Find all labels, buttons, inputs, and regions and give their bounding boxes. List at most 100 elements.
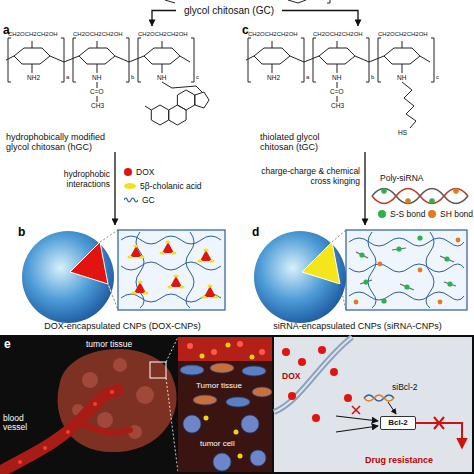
chemical-group: CH3 — [91, 102, 104, 109]
illustration-part — [340, 284, 346, 310]
illustration-part — [72, 358, 154, 439]
dox-cnp-illustration — [22, 230, 225, 323]
illustration-part — [197, 249, 214, 263]
legend-text: DOX — [136, 167, 154, 177]
chemical-group: CH2OCH2CH2OH — [73, 31, 123, 38]
illustration-part — [378, 38, 434, 82]
chemical-group: NH — [157, 74, 166, 81]
illustration-part — [330, 368, 338, 376]
node-title: thiolated glycol chitosan (tGC) — [260, 132, 340, 152]
illustration-part — [100, 230, 118, 242]
gc-structure-fragment — [165, 0, 330, 3]
illustration-part — [312, 414, 320, 422]
illustration-part — [70, 242, 108, 284]
illustration-part — [298, 358, 306, 366]
illustration-part — [97, 82, 98, 88]
sirna-cnp-illustration — [254, 230, 467, 323]
illustration-part — [80, 420, 130, 432]
illustration-part — [364, 395, 394, 401]
illustration-part — [121, 262, 221, 270]
illustration-part — [97, 96, 98, 102]
illustration-part — [250, 450, 266, 466]
illustration-part — [344, 394, 352, 402]
illustration-part — [0, 335, 474, 474]
illustration-part — [417, 235, 422, 240]
illustration-part — [388, 402, 396, 414]
illustration-part — [131, 281, 148, 295]
illustration-part — [440, 256, 454, 262]
node-title: hydrophobically modified glycol chitosan… — [6, 132, 124, 152]
process-label: charge-charge & chemical cross kinging — [256, 167, 360, 186]
region-label: tumor tissue — [86, 340, 132, 349]
illustration-part — [211, 349, 217, 355]
illustration-part — [237, 341, 243, 347]
illustration-part — [434, 417, 444, 429]
illustration-part — [136, 232, 144, 308]
illustration-part — [121, 232, 221, 308]
node-title: glycol chitosan (GC) — [184, 5, 274, 16]
illustration-part — [288, 0, 306, 3]
illustration-part — [356, 248, 456, 290]
illustration-part — [346, 230, 467, 310]
illustration-part — [364, 395, 394, 401]
illustration-part — [313, 38, 369, 82]
legend-swatch — [124, 168, 132, 176]
illustration-part — [50, 56, 79, 62]
illustration-part — [426, 232, 434, 308]
illustration-part — [290, 56, 319, 62]
tgc-structure — [246, 38, 434, 128]
illustration-part — [420, 56, 430, 62]
nanoparticle-node: DOX-encapsulated CNPs (DOX-CNPs) — [15, 225, 230, 331]
component-label: Poly-siRNA — [380, 174, 423, 183]
illustration-part — [405, 198, 411, 204]
region-label: blood vessel — [3, 414, 43, 433]
nanoparticle-node: siRNA-encapsulated CNPs (siRNA-CNPs) — [245, 225, 470, 331]
illustration-part — [246, 56, 254, 60]
chemical-group: NH — [332, 74, 341, 81]
illustration-part — [226, 397, 250, 407]
illustration-part — [282, 348, 290, 356]
illustration-part — [404, 284, 409, 289]
illustration-part — [318, 346, 326, 354]
illustration-part — [100, 230, 118, 242]
legend-item: S-S bond — [378, 209, 425, 219]
illustration-part — [138, 38, 194, 82]
illustration-part — [337, 96, 338, 102]
illustration-part — [183, 415, 201, 433]
illustration-part — [354, 238, 461, 305]
illustration-part — [349, 232, 464, 308]
illustration-part — [166, 378, 178, 472]
illustration-part — [254, 231, 346, 323]
illustration-part — [18, 390, 114, 464]
illustration-part — [204, 416, 209, 421]
illustration-part — [73, 38, 129, 82]
illustration-part — [238, 454, 243, 459]
illustration-part — [144, 41, 180, 73]
illustration-part — [110, 390, 114, 394]
illustration-part — [384, 41, 420, 73]
illustration-part — [113, 358, 127, 372]
illustration-part — [447, 281, 452, 286]
illustration-part — [241, 415, 259, 433]
chemical-group: CH3 — [331, 102, 344, 109]
illustration-part — [242, 366, 266, 376]
illustration-part — [368, 232, 376, 308]
illustration-part — [456, 238, 461, 243]
illustration-part — [336, 426, 378, 432]
chemical-group: CH2OCH2CH2OH — [8, 31, 58, 38]
region-label: Tumor tissue — [196, 382, 242, 391]
illustration-part — [360, 280, 372, 284]
illustration-part — [336, 416, 378, 421]
chemical-group: C=O — [330, 88, 344, 95]
illustration-part — [127, 245, 144, 259]
chemical-group: CH2OCH2CH2OH — [378, 31, 428, 38]
illustration-part — [6, 56, 209, 125]
drug-label: DOX — [282, 372, 300, 381]
illustration-part — [349, 238, 464, 246]
node-title: siRNA-encapsulated CNPs (siRNA-CNPs) — [245, 321, 470, 331]
illustration-part — [186, 232, 194, 308]
polymer-node: glycol chitosan (GC) — [176, 3, 282, 18]
